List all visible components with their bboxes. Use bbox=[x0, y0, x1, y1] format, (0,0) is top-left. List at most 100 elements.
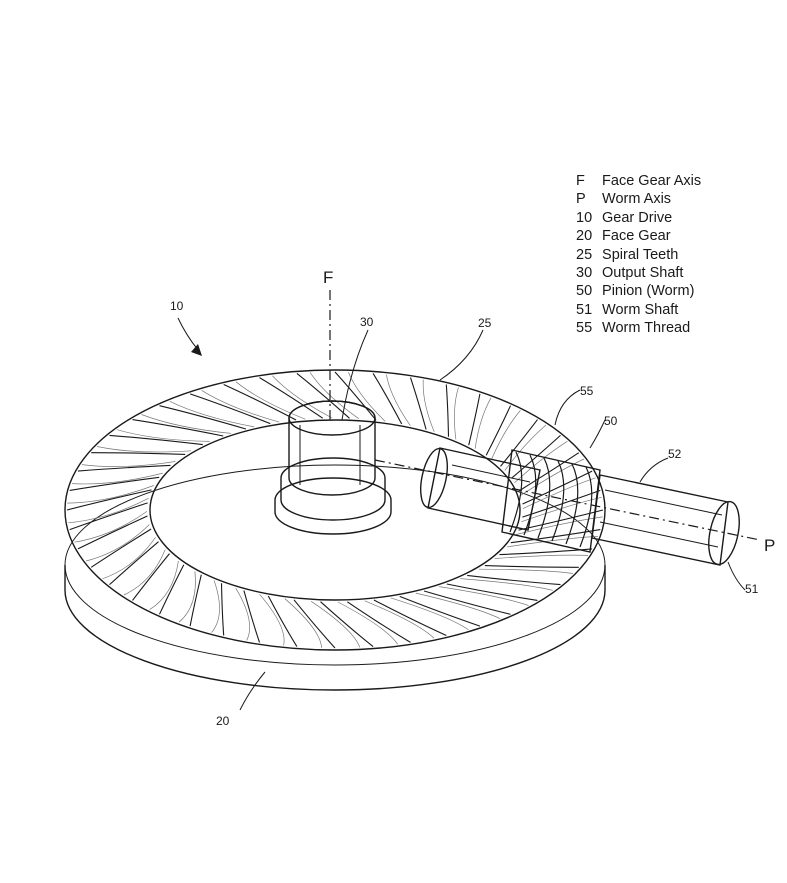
gear-tooth-shade bbox=[422, 379, 435, 432]
gear-tooth bbox=[522, 470, 593, 505]
gear-tooth bbox=[484, 565, 579, 568]
gear-tooth bbox=[499, 548, 593, 556]
gear-tooth-shade bbox=[169, 400, 255, 428]
legend-label: Worm Shaft bbox=[598, 301, 679, 318]
legend-row: 55 Worm Thread bbox=[576, 319, 701, 337]
gear-tooth bbox=[511, 434, 561, 479]
gear-tooth bbox=[518, 452, 580, 492]
label-20: 20 bbox=[216, 714, 230, 728]
output-shaft bbox=[274, 400, 392, 535]
gear-tooth bbox=[296, 372, 350, 419]
worm-thread bbox=[579, 466, 593, 548]
gear-tooth bbox=[90, 528, 152, 568]
gear-tooth bbox=[372, 373, 403, 425]
worm-thread bbox=[509, 451, 523, 533]
face-gear-base-ellipse bbox=[64, 464, 606, 666]
gear-tooth-shade bbox=[235, 588, 250, 641]
gear-tooth bbox=[220, 583, 225, 636]
gear-tooth-shade bbox=[272, 375, 333, 419]
label-52: 52 bbox=[668, 447, 682, 461]
gear-tooth bbox=[267, 595, 298, 647]
leader-50 bbox=[589, 419, 606, 449]
gear-tooth-shade bbox=[337, 601, 398, 645]
gear-tooth-shade bbox=[348, 372, 386, 422]
legend-row: 10 Gear Drive bbox=[576, 209, 701, 227]
gear-tooth bbox=[132, 553, 170, 601]
gear-tooth-shade bbox=[454, 387, 459, 440]
gear-tooth-shade bbox=[68, 497, 149, 524]
gear-tooth-shade bbox=[67, 485, 154, 504]
legend-key: 30 bbox=[576, 265, 593, 282]
legend-row: 50 Pinion (Worm) bbox=[576, 282, 701, 300]
gear-tooth-shade bbox=[74, 511, 148, 543]
gear-tooth bbox=[320, 601, 374, 648]
worm-axis-line bbox=[374, 459, 761, 541]
gear-tooth bbox=[66, 489, 152, 511]
legend-row: 30 Output Shaft bbox=[576, 264, 701, 282]
worm-shaft-left bbox=[420, 447, 541, 531]
legend-row: P Worm Axis bbox=[576, 190, 701, 208]
gear-tooth bbox=[373, 599, 447, 637]
legend-label: Face Gear bbox=[598, 228, 671, 245]
gear-tooth bbox=[468, 393, 481, 446]
label-10: 10 bbox=[170, 299, 184, 313]
legend-row: 25 Spiral Teeth bbox=[576, 246, 701, 264]
legend-key: P bbox=[576, 191, 586, 208]
gear-tooth-shade bbox=[141, 414, 231, 434]
leader-25 bbox=[439, 329, 484, 381]
legend-key: 10 bbox=[576, 209, 593, 226]
legend-label: Worm Axis bbox=[598, 191, 672, 208]
gear-tooth-shade bbox=[81, 461, 176, 467]
label-f: F bbox=[323, 268, 333, 287]
gear-tooth bbox=[77, 515, 148, 550]
leader-51 bbox=[727, 561, 746, 591]
legend-key: 25 bbox=[576, 246, 593, 263]
gear-tooth-shade bbox=[415, 592, 501, 620]
spiral-teeth bbox=[66, 371, 604, 649]
legend-row: 51 Worm Shaft bbox=[576, 301, 701, 319]
gear-tooth-shade bbox=[97, 446, 192, 453]
label-30: 30 bbox=[360, 315, 374, 329]
worm-shaft-right bbox=[591, 474, 740, 566]
worm-thread bbox=[537, 457, 551, 539]
label-25: 25 bbox=[478, 316, 492, 330]
label-p: P bbox=[764, 536, 775, 555]
leader-10 bbox=[177, 317, 199, 351]
gear-tooth bbox=[91, 452, 186, 455]
leader-52 bbox=[639, 457, 669, 483]
gear-tooth-shade bbox=[514, 441, 568, 483]
gear-tooth bbox=[77, 464, 171, 472]
gear-tooth-shade bbox=[259, 594, 285, 646]
legend-label: Pinion (Worm) bbox=[598, 283, 695, 300]
gear-tooth bbox=[243, 590, 261, 643]
face-gear-base bbox=[64, 565, 606, 691]
gear-tooth bbox=[485, 405, 511, 456]
gear-tooth bbox=[259, 377, 324, 419]
gear-tooth bbox=[445, 384, 450, 437]
gear-tooth-shade bbox=[117, 429, 210, 442]
gear-tooth bbox=[293, 599, 336, 649]
gear-tooth bbox=[132, 419, 224, 437]
pinion-worm bbox=[501, 449, 601, 553]
gear-tooth-shade bbox=[284, 598, 322, 648]
label-51: 51 bbox=[745, 582, 759, 596]
gear-tooth-shade bbox=[474, 397, 492, 449]
legend-key: 55 bbox=[576, 320, 593, 337]
legend-key: 50 bbox=[576, 283, 593, 300]
legend-key: F bbox=[576, 173, 585, 189]
gear-tooth bbox=[189, 393, 271, 425]
legend-label: Spiral Teeth bbox=[598, 246, 679, 263]
gear-tooth bbox=[69, 502, 148, 531]
gear-tooth-shade bbox=[85, 524, 150, 562]
gear-tooth-shade bbox=[311, 601, 361, 648]
legend-label: Output Shaft bbox=[598, 265, 684, 282]
gear-tooth-shade bbox=[390, 597, 469, 630]
gear-tooth-shade bbox=[149, 560, 179, 610]
leader-20 bbox=[239, 671, 266, 711]
gear-tooth bbox=[446, 583, 538, 601]
arrow-10 bbox=[191, 344, 202, 356]
gear-tooth-shade bbox=[201, 390, 280, 423]
